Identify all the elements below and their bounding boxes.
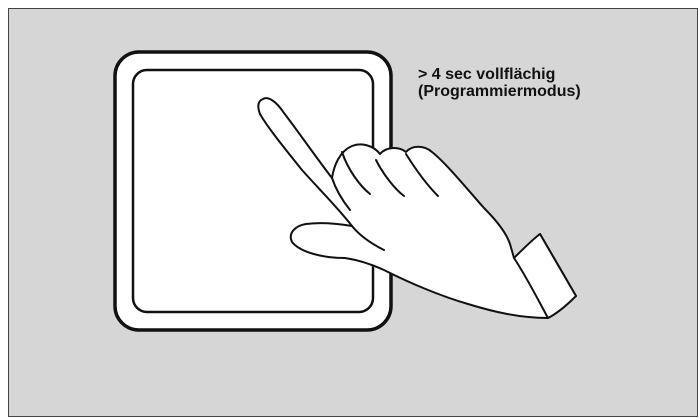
instruction-caption: > 4 sec vollflächig (Programmiermodus) [418, 66, 581, 100]
caption-line-duration: > 4 sec vollflächig [418, 66, 581, 83]
caption-line-mode: (Programmiermodus) [418, 83, 581, 100]
